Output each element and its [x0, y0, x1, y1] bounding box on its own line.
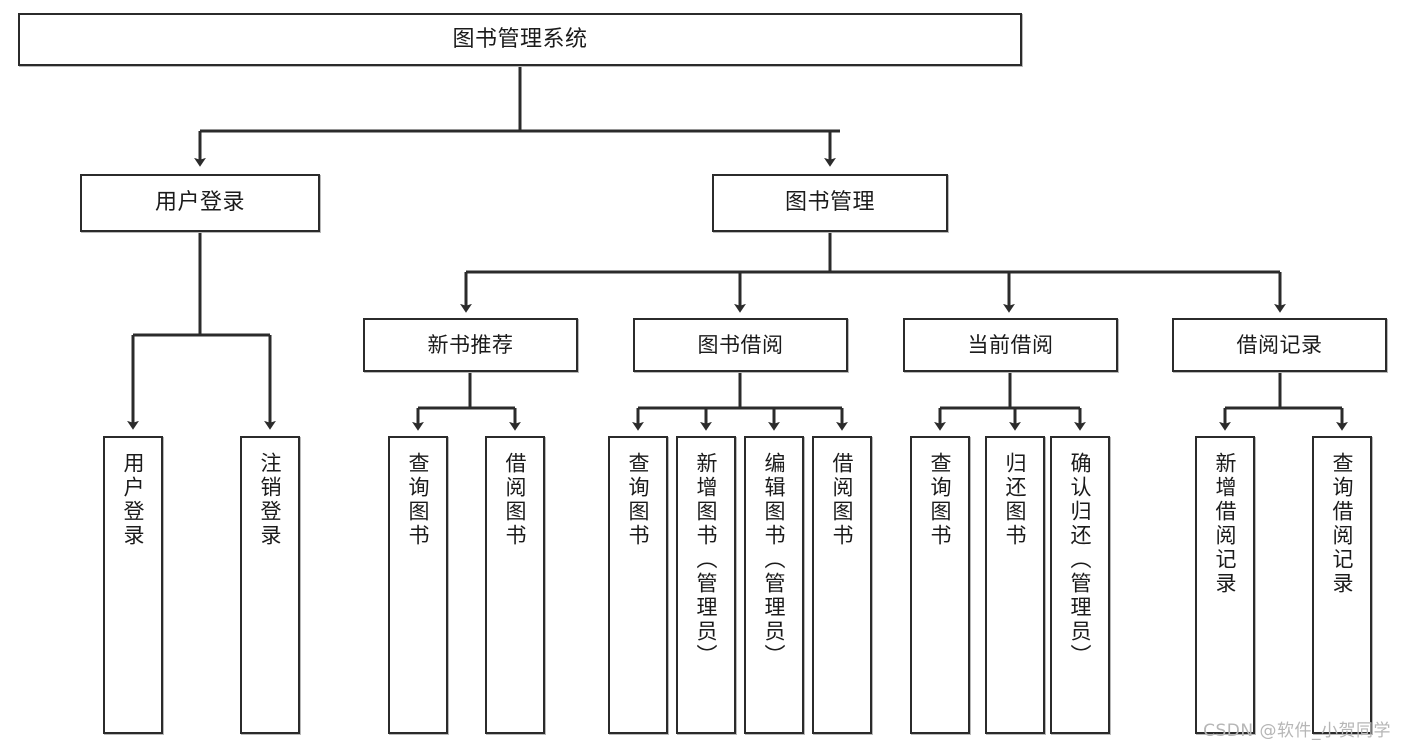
node-current-borrow-label: 当前借阅 — [967, 332, 1054, 357]
node-new-book-recommend[interactable]: 新书推荐 — [363, 318, 578, 372]
leaf-add-book-admin-label: 新增图书（管理员） — [694, 452, 719, 668]
node-new-book-recommend-label: 新书推荐 — [427, 332, 514, 357]
leaf-add-book-admin[interactable]: 新增图书（管理员） — [676, 436, 736, 734]
edge-current-borrow-to-leaves — [934, 372, 1086, 431]
leaf-add-borrow-record[interactable]: 新增借阅记录 — [1195, 436, 1255, 734]
leaf-logout[interactable]: 注销登录 — [240, 436, 300, 734]
node-book-borrow[interactable]: 图书借阅 — [633, 318, 848, 372]
leaf-query-book-borrow[interactable]: 查询图书 — [608, 436, 668, 734]
leaf-query-book-borrow-label: 查询图书 — [626, 452, 651, 548]
leaf-query-book-newbook[interactable]: 查询图书 — [388, 436, 448, 734]
edge-book-manage-to-level3 — [460, 232, 1286, 313]
node-user-login[interactable]: 用户登录 — [80, 174, 320, 232]
leaf-borrow-book-label: 借阅图书 — [830, 452, 855, 548]
leaf-query-book-current[interactable]: 查询图书 — [910, 436, 970, 734]
leaf-query-book-newbook-label: 查询图书 — [406, 452, 431, 548]
leaf-return-book-label: 归还图书 — [1003, 452, 1028, 548]
leaf-edit-book-admin-label: 编辑图书（管理员） — [762, 452, 787, 668]
node-borrow-record[interactable]: 借阅记录 — [1172, 318, 1387, 372]
node-root-label: 图书管理系统 — [452, 26, 588, 52]
leaf-query-book-current-label: 查询图书 — [928, 452, 953, 548]
edge-user-login-to-leaves — [127, 232, 276, 430]
leaf-add-borrow-record-label: 新增借阅记录 — [1213, 452, 1238, 596]
leaf-user-login-label: 用户登录 — [121, 452, 146, 548]
node-book-management-label: 图书管理 — [784, 190, 875, 216]
leaf-user-login[interactable]: 用户登录 — [103, 436, 163, 734]
watermark: CSDN @软件_小贺同学 — [1203, 721, 1391, 741]
leaf-borrow-book-newbook-label: 借阅图书 — [503, 452, 528, 548]
edge-borrow-record-to-leaves — [1219, 372, 1348, 431]
edge-root-to-level2 — [194, 66, 840, 167]
leaf-borrow-book-newbook[interactable]: 借阅图书 — [485, 436, 545, 734]
leaf-confirm-return-admin[interactable]: 确认归还（管理员） — [1050, 436, 1110, 734]
edge-newbook-to-leaves — [412, 372, 521, 431]
node-current-borrow[interactable]: 当前借阅 — [903, 318, 1118, 372]
node-book-borrow-label: 图书借阅 — [697, 332, 784, 357]
edge-borrow-to-leaves — [632, 372, 848, 431]
node-root[interactable]: 图书管理系统 — [18, 13, 1022, 66]
leaf-logout-label: 注销登录 — [258, 452, 283, 548]
leaf-return-book[interactable]: 归还图书 — [985, 436, 1045, 734]
node-book-management[interactable]: 图书管理 — [712, 174, 948, 232]
leaf-borrow-book[interactable]: 借阅图书 — [812, 436, 872, 734]
leaf-confirm-return-admin-label: 确认归还（管理员） — [1068, 452, 1093, 668]
leaf-query-borrow-record-label: 查询借阅记录 — [1330, 452, 1355, 596]
leaf-query-borrow-record[interactable]: 查询借阅记录 — [1312, 436, 1372, 734]
node-borrow-record-label: 借阅记录 — [1236, 332, 1323, 357]
leaf-edit-book-admin[interactable]: 编辑图书（管理员） — [744, 436, 804, 734]
node-user-login-label: 用户登录 — [154, 190, 245, 216]
